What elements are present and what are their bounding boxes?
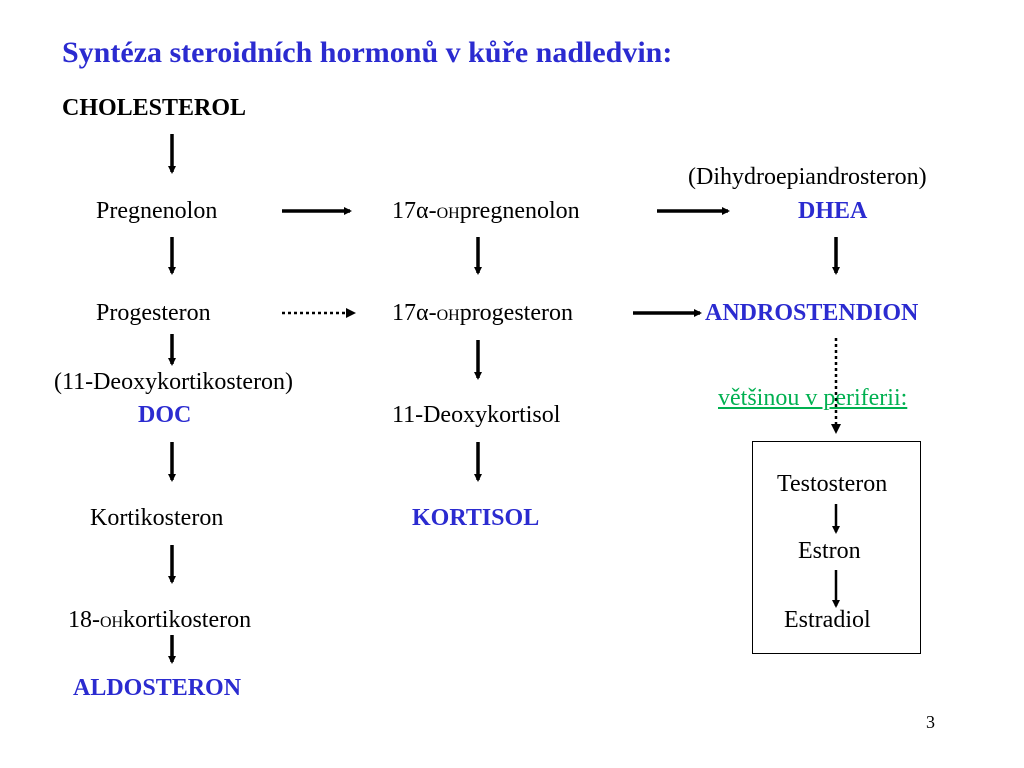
periferie-link[interactable]: většinou v periferii: [718, 385, 908, 411]
alpha-symbol: α [416, 300, 429, 326]
prefix: 17 [392, 300, 416, 326]
node-18oh-kortikosteron: 18-OHkortikosteron [68, 606, 251, 637]
dash: - [428, 198, 437, 224]
slide-title: Syntéza steroidních hormonů v kůře nadle… [62, 36, 673, 69]
node-progesteron: Progesteron [96, 300, 211, 326]
page-number: 3 [926, 712, 935, 732]
node-pregnenolon: Pregnenolon [96, 198, 218, 224]
node-estradiol: Estradiol [784, 607, 871, 633]
node-17oh-progesteron: 17α-OHprogesteron [392, 299, 573, 330]
suffix: pregnenolon [459, 198, 580, 224]
node-17oh-pregnenolon: 17α-OHpregnenolon [392, 197, 580, 228]
node-kortikosteron: Kortikosteron [90, 505, 224, 531]
node-doc: DOC [138, 402, 192, 428]
node-dhea: DHEA [798, 198, 868, 224]
node-aldosteron: ALDOSTERON [73, 675, 242, 701]
dash: - [428, 300, 437, 326]
node-estron: Estron [798, 538, 861, 564]
node-cholesterol: CHOLESTEROL [62, 95, 247, 121]
suffix: progesteron [459, 300, 573, 326]
peripheral-hormones-box [752, 441, 921, 654]
node-11-deoxykortisol: 11-Deoxykortisol [392, 402, 561, 428]
dotted-arrowhead-androstendion [831, 424, 841, 434]
oh-label: OH [436, 307, 460, 324]
node-kortisol: KORTISOL [412, 505, 540, 531]
node-testosteron: Testosteron [777, 471, 888, 497]
suffix: kortikosteron [123, 607, 252, 633]
node-doc-fullname: (11-Deoxykortikosteron) [54, 369, 294, 395]
prefix: 18- [68, 607, 100, 633]
node-androstendion: ANDROSTENDION [705, 300, 919, 326]
node-dhea-fullname: (Dihydroepiandrosteron) [688, 164, 927, 190]
alpha-symbol: α [416, 198, 429, 224]
oh-label: OH [436, 205, 460, 222]
prefix: 17 [392, 198, 416, 224]
dotted-arrowhead-progesteron [346, 308, 356, 318]
oh-label: OH [100, 614, 124, 631]
